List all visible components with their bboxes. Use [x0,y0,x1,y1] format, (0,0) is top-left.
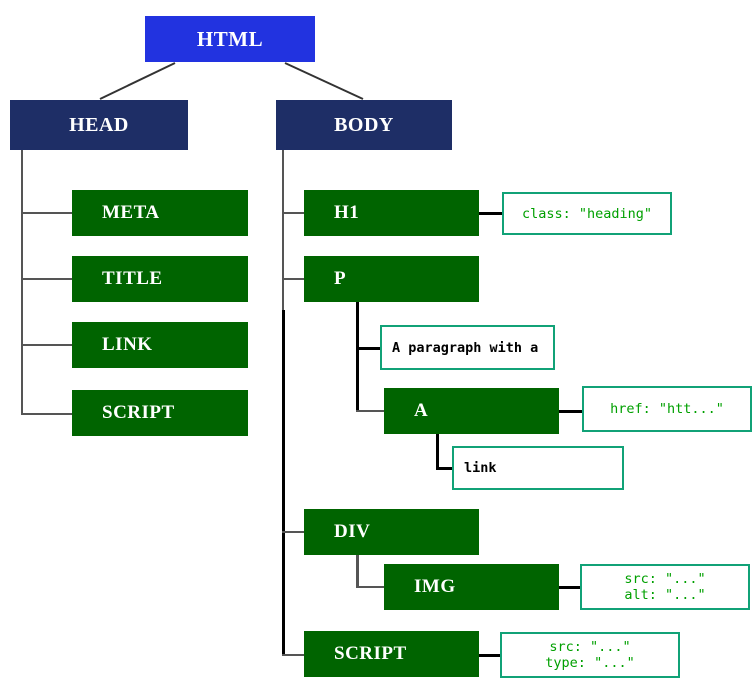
node-a-label: A [414,400,429,421]
attr-h1-class-text: class: "heading" [521,205,653,222]
attr-script-type-text: type: "..." [545,655,635,671]
p-connector-text [356,347,380,350]
attr-a-href[interactable]: href: "htt..." [582,386,752,432]
body-trunk-line-lower [282,310,285,655]
node-head-script-label: SCRIPT [102,402,175,423]
attr-img[interactable]: src: "..." alt: "..." [580,564,750,610]
a-attr-connector [559,410,590,413]
text-node-p[interactable]: A paragraph with a [380,325,555,370]
node-head-script[interactable]: SCRIPT [72,390,248,436]
node-img[interactable]: IMG [384,564,559,610]
head-connector-link [21,344,72,346]
attr-img-src-text: src: "..." [624,571,706,587]
node-html-label: HTML [196,26,264,51]
node-img-label: IMG [414,576,456,597]
body-connector-div [282,531,304,533]
attr-script-src-text: src: "..." [549,639,631,655]
head-connector-script [21,413,72,415]
h1-attr-connector [479,212,510,215]
head-trunk-line [21,150,23,415]
a-connector-text [436,467,453,470]
node-meta-label: META [102,202,160,223]
body-connector-script [282,654,304,656]
div-trunk-line [356,554,359,588]
attr-h1-class[interactable]: class: "heading" [502,192,672,235]
node-div[interactable]: DIV [304,509,479,555]
body-connector-p [282,278,304,280]
text-node-a-value: link [464,460,497,476]
body-connector-h1 [282,212,304,214]
body-trunk-line-upper [282,150,284,310]
node-body-label: BODY [334,113,394,136]
node-link-label: LINK [102,334,153,355]
p-connector-a [356,410,384,412]
img-attr-connector [559,586,580,589]
node-h1[interactable]: H1 [304,190,479,236]
attr-a-href-text: href: "htt..." [610,401,724,417]
p-trunk-line [356,302,359,412]
script-attr-connector [479,654,500,657]
attr-script[interactable]: src: "..." type: "..." [500,632,680,678]
node-div-label: DIV [334,521,371,542]
node-link[interactable]: LINK [72,322,248,368]
node-h1-label: H1 [334,202,360,223]
head-connector-meta [21,212,72,214]
node-head-label: HEAD [69,113,129,136]
node-body-script[interactable]: SCRIPT [304,631,479,677]
div-connector-img [356,586,384,588]
node-html[interactable]: HTML [145,16,315,62]
node-body-script-label: SCRIPT [334,643,407,664]
node-meta[interactable]: META [72,190,248,236]
node-p-label: P [334,268,347,289]
head-connector-title [21,278,72,280]
node-title[interactable]: TITLE [72,256,248,302]
text-node-p-value: A paragraph with a [392,339,539,356]
a-trunk-line [436,434,439,470]
node-title-label: TITLE [102,268,163,289]
node-head[interactable]: HEAD [10,100,188,150]
attr-img-alt-text: alt: "..." [624,587,706,603]
node-a[interactable]: A [384,388,559,434]
text-node-a[interactable]: link [452,446,624,490]
node-p[interactable]: P [304,256,479,302]
node-body[interactable]: BODY [276,100,452,150]
